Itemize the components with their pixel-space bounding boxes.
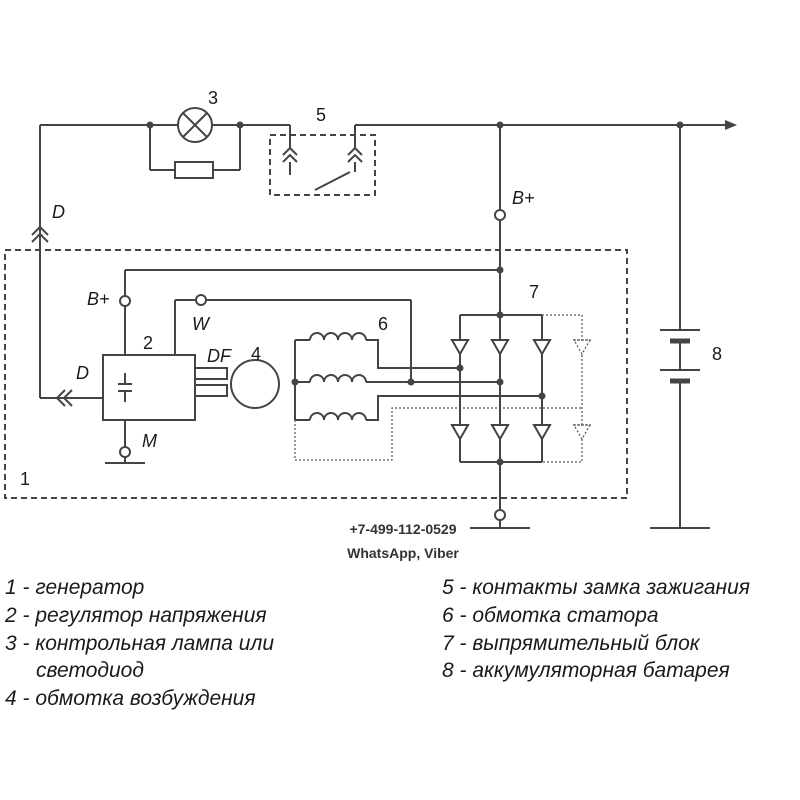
label-d-top: D	[52, 202, 65, 222]
stator-winding	[291, 332, 582, 461]
bypass-resistor	[149, 125, 241, 179]
label-rectifier: 7	[529, 282, 539, 302]
voltage-regulator	[102, 269, 500, 464]
label-bplus-right: B+	[512, 188, 535, 208]
generator-enclosure	[4, 249, 628, 499]
label-ignition: 5	[316, 105, 326, 125]
label-d-left: D	[76, 363, 89, 383]
label-df: DF	[207, 346, 232, 366]
battery	[650, 125, 710, 529]
legend-item: 6 - обмотка статора	[442, 604, 659, 627]
label-bplus-left: B+	[87, 289, 110, 309]
legend-item: 3 - контрольная лампа или	[5, 632, 274, 655]
legend: 1 - генератор 2 - регулятор напряжения 3…	[4, 576, 750, 710]
legend-item: 2 - регулятор напряжения	[4, 604, 267, 627]
field-winding	[194, 359, 280, 409]
ignition-switch	[269, 125, 376, 196]
top-circuit	[39, 120, 737, 220]
legend-item: светодиод	[36, 659, 144, 682]
legend-item: 5 - контакты замка зажигания	[442, 576, 750, 599]
label-regulator: 2	[143, 333, 153, 353]
label-m: M	[142, 431, 157, 451]
legend-item: 8 - аккумуляторная батарея	[442, 659, 730, 682]
rectifier-block	[450, 314, 592, 466]
label-lamp: 3	[208, 88, 218, 108]
label-generator: 1	[20, 469, 30, 489]
contact-phone: +7-499-112-0529	[349, 521, 456, 537]
legend-item: 4 - обмотка возбуждения	[5, 687, 256, 710]
label-w: W	[192, 314, 211, 334]
label-stator: 6	[378, 314, 388, 334]
legend-item: 1 - генератор	[5, 576, 144, 599]
control-lamp	[150, 107, 240, 143]
contact-messengers: WhatsApp, Viber	[347, 545, 459, 561]
label-battery: 8	[712, 344, 722, 364]
d-wire	[31, 220, 103, 407]
legend-item: 7 - выпрямительный блок	[442, 632, 701, 655]
label-field: 4	[251, 344, 261, 364]
